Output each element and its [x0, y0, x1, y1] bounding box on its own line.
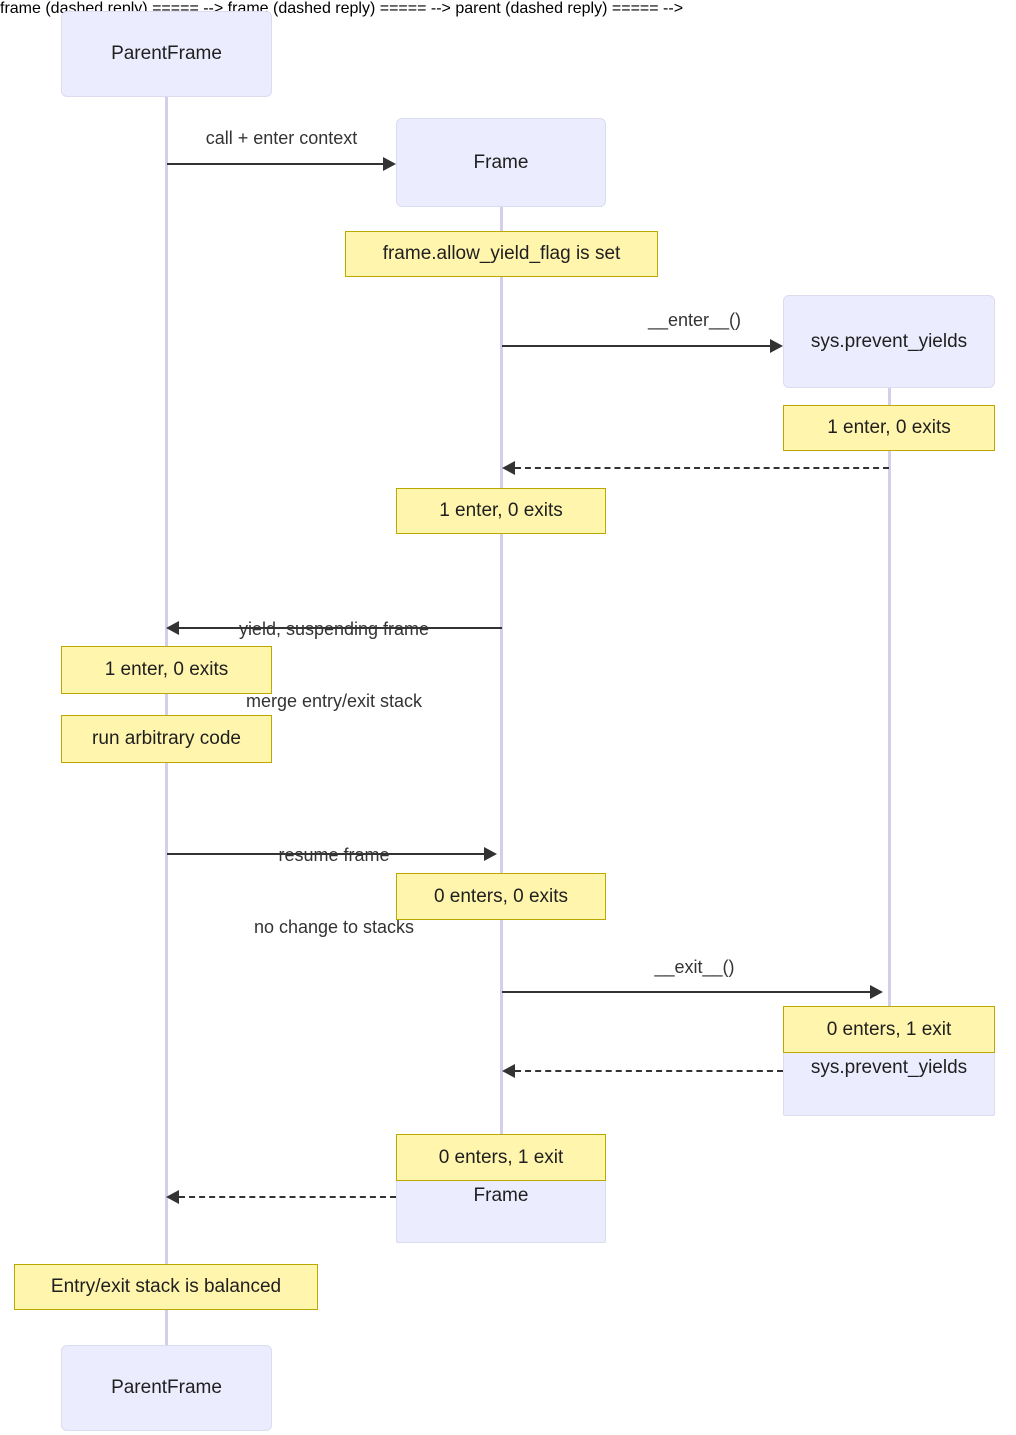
note-text: Entry/exit stack is balanced: [50, 1276, 282, 1297]
message-label-call-enter-context: call + enter context: [205, 128, 358, 148]
participant-label: ParentFrame: [111, 43, 222, 64]
message-line-resume: [167, 853, 489, 855]
message-label-line-2: merge entry/exit stack: [245, 691, 423, 712]
message-line-sys-return: [515, 467, 889, 469]
note-parent-entry-exit-stack-balanced: Entry/exit stack is balanced: [14, 1264, 318, 1310]
note-parent-1-enter-0-exits: 1 enter, 0 exits: [61, 646, 272, 694]
message-label-resume-frame: resume frame no change to stacks: [167, 794, 501, 988]
note-text: run arbitrary code: [92, 728, 241, 749]
note-sys-1-enter-0-exits: 1 enter, 0 exits: [783, 405, 995, 451]
note-parent-run-arbitrary-code: run arbitrary code: [61, 715, 272, 763]
message-label-line-2: no change to stacks: [253, 917, 415, 938]
note-text: 1 enter, 0 exits: [439, 500, 563, 521]
arrowhead-left-icon: [166, 621, 179, 635]
message-line-yield: [179, 627, 502, 629]
participant-label: Frame: [473, 151, 529, 173]
note-sys-0-enters-1-exit: 0 enters, 1 exit: [783, 1006, 995, 1053]
message-line-call-enter-context: [167, 163, 391, 165]
note-text: 0 enters, 1 exit: [826, 1018, 952, 1040]
note-text: 1 enter, 0 exits: [104, 659, 229, 680]
arrowhead-right-icon: [870, 985, 883, 999]
participant-label: sys.prevent_yields: [810, 330, 968, 352]
note-frame-1-enter-0-exits: 1 enter, 0 exits: [396, 488, 606, 534]
participant-parentframe-bottom[interactable]: ParentFrame: [61, 1345, 272, 1431]
arrowhead-right-icon: [484, 847, 497, 861]
note-frame-0-enters-0-exits: 0 enters, 0 exits: [396, 873, 606, 920]
note-text: 1 enter, 0 exits: [827, 417, 951, 438]
message-label-enter-call: __enter__(): [647, 310, 742, 330]
note-text: 0 enters, 1 exit: [438, 1146, 564, 1168]
arrowhead-left-icon: [502, 1064, 515, 1078]
lifeline-frame: [500, 207, 503, 1187]
note-text: frame.allow_yield_flag is set: [382, 243, 621, 264]
note-frame-0-enters-1-exit: 0 enters, 1 exit: [396, 1134, 606, 1181]
note-frame-allow-yield-flag: frame.allow_yield_flag is set: [345, 231, 658, 277]
participant-frame-top[interactable]: Frame: [396, 118, 606, 207]
participant-label: sys.prevent_yields: [810, 1057, 968, 1078]
message-line-enter-call: [502, 345, 773, 347]
arrowhead-left-icon: [166, 1190, 179, 1204]
arrowhead-right-icon: [383, 157, 396, 171]
lifeline-sys-prevent-yields: [888, 388, 891, 1108]
message-line-frame-return: [179, 1196, 396, 1198]
participant-label: ParentFrame: [111, 1377, 222, 1398]
message-label-exit-call: __exit__(): [654, 957, 735, 977]
arrowhead-right-icon: [770, 339, 783, 353]
message-line-exit-call: [502, 991, 873, 993]
arrowhead-left-icon: [502, 461, 515, 475]
note-text: 0 enters, 0 exits: [433, 885, 569, 907]
participant-parentframe-top[interactable]: ParentFrame: [61, 11, 272, 97]
participant-label: Frame: [473, 1185, 529, 1206]
message-line-sys-exit-return: [515, 1070, 783, 1072]
